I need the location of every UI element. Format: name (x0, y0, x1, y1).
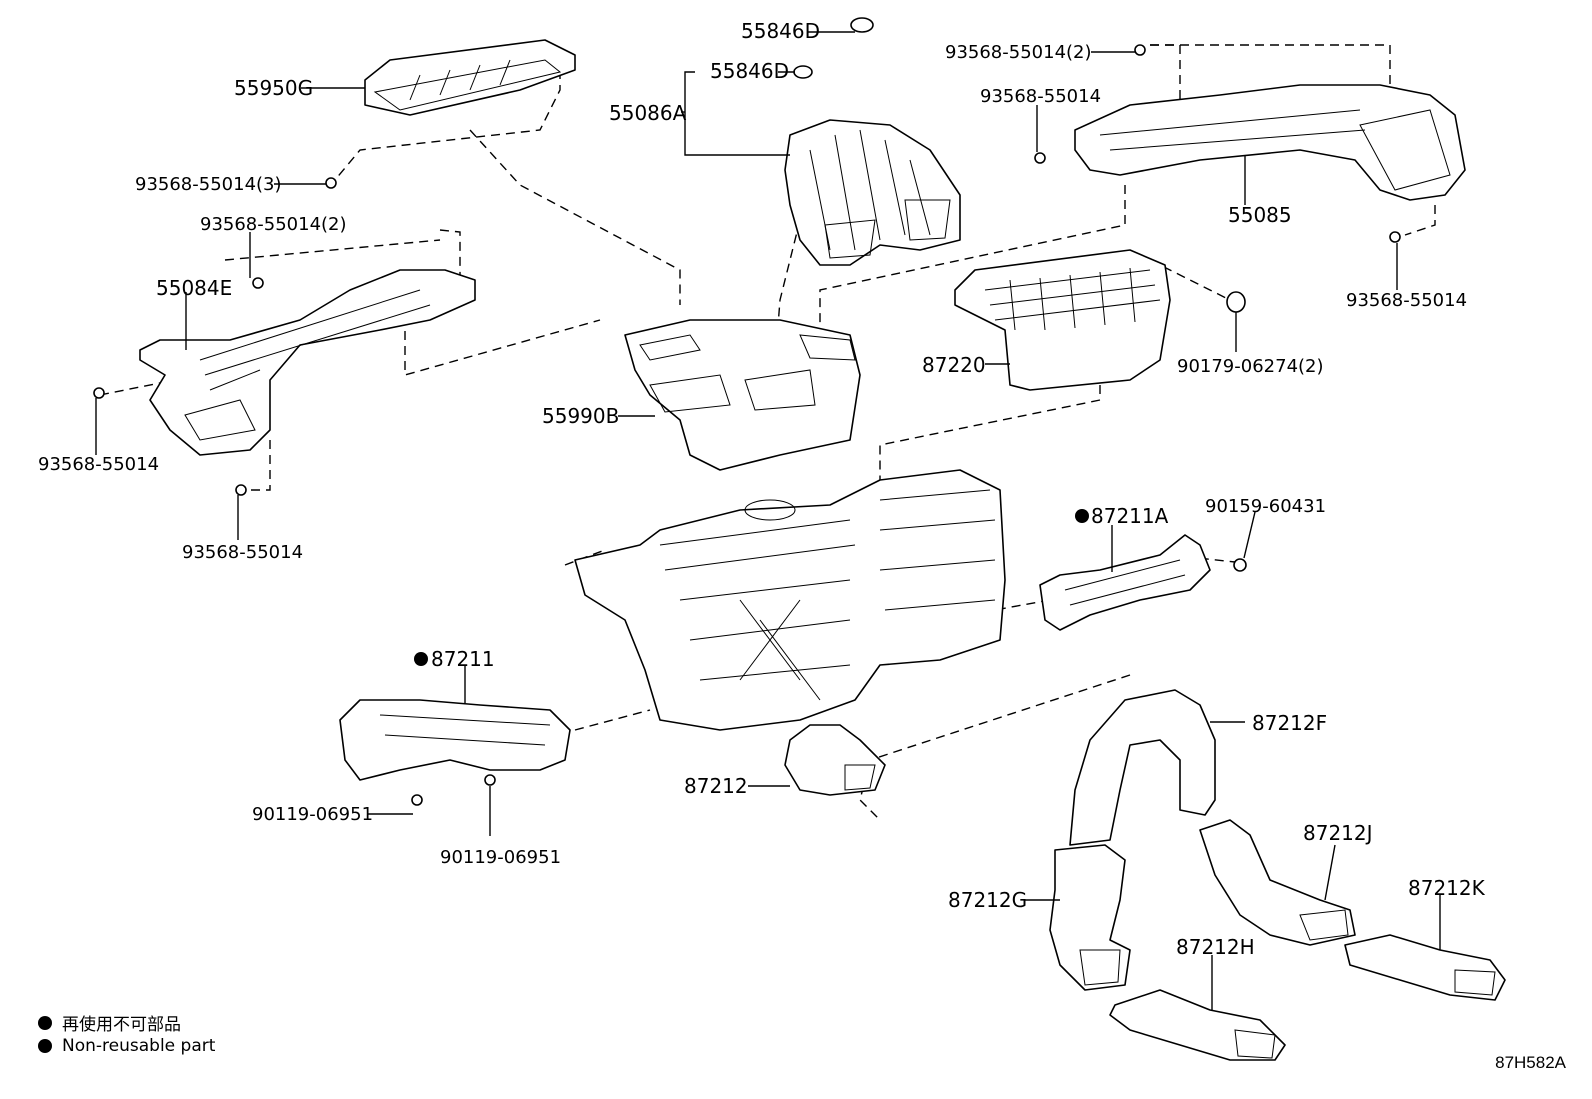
label-87212F[interactable]: 87212F (1252, 711, 1327, 735)
legend-text-jp: 再使用不可部品 (62, 1015, 181, 1035)
diagram-code: 87H582A (1495, 1053, 1566, 1072)
label-93568-55014-left-low[interactable]: 93568-55014 (182, 542, 303, 563)
label-93568-55014-2-left[interactable]: 93568-55014(2) (200, 214, 347, 235)
label-87211A[interactable]: 87211A (1091, 504, 1169, 528)
leader-lines (95, 31, 1441, 1010)
part-87212K (1344, 934, 1506, 1001)
label-87220[interactable]: 87220 (922, 353, 986, 377)
part-87212G (1049, 844, 1131, 991)
label-93568-55014-3[interactable]: 93568-55014(3) (135, 174, 282, 195)
label-55846D-top[interactable]: 55846D (741, 19, 820, 43)
label-93568-55014-right-a[interactable]: 93568-55014 (980, 86, 1101, 107)
label-55846D[interactable]: 55846D (710, 59, 789, 83)
non-reusable-marker-87211A (1075, 509, 1089, 523)
part-labels: 55950G 93568-55014(3) 93568-55014(2) 550… (38, 19, 1486, 959)
label-87212J[interactable]: 87212J (1303, 821, 1373, 845)
label-90159-60431[interactable]: 90159-60431 (1205, 496, 1326, 517)
legend-bullet-icon (38, 1015, 52, 1030)
label-55086A[interactable]: 55086A (609, 101, 687, 125)
part-hvac-unit (574, 469, 1006, 731)
label-93568-55014-left-mid[interactable]: 93568-55014 (38, 454, 159, 475)
label-55950G[interactable]: 55950G (234, 76, 313, 100)
part-87211 (339, 699, 571, 806)
legend-text-en: Non-reusable part (62, 1036, 216, 1056)
part-87212 (784, 724, 886, 796)
label-87212H[interactable]: 87212H (1176, 935, 1255, 959)
part-55086A (784, 17, 961, 266)
part-55084E (93, 269, 476, 496)
label-93568-55014-right-b[interactable]: 93568-55014 (1346, 290, 1467, 311)
legend-bullet-icon (38, 1039, 52, 1053)
part-87212H (1109, 989, 1286, 1061)
label-87212K[interactable]: 87212K (1408, 876, 1486, 900)
part-87212F (1069, 689, 1216, 846)
part-87220 (954, 249, 1246, 391)
part-55950G (325, 39, 576, 189)
legend-row-en: Non-reusable part (38, 1036, 215, 1056)
label-55085[interactable]: 55085 (1228, 203, 1292, 227)
label-90179-06274-2[interactable]: 90179-06274(2) (1177, 356, 1324, 377)
non-reusable-marker-87211 (414, 652, 428, 666)
label-87212[interactable]: 87212 (684, 774, 748, 798)
part-55990B (624, 319, 861, 471)
legend-row-jp: 再使用不可部品 (38, 1010, 181, 1035)
label-55084E[interactable]: 55084E (156, 276, 232, 300)
label-93568-55014-2-right[interactable]: 93568-55014(2) (945, 42, 1092, 63)
part-55085 (1034, 44, 1466, 243)
label-87212G[interactable]: 87212G (948, 888, 1027, 912)
label-90119-06951-a[interactable]: 90119-06951 (252, 804, 373, 825)
part-87211A (1039, 534, 1247, 631)
label-87211[interactable]: 87211 (431, 647, 495, 671)
label-90119-06951-b[interactable]: 90119-06951 (440, 847, 561, 868)
label-55990B[interactable]: 55990B (542, 404, 619, 428)
part-87212J (1199, 819, 1356, 946)
